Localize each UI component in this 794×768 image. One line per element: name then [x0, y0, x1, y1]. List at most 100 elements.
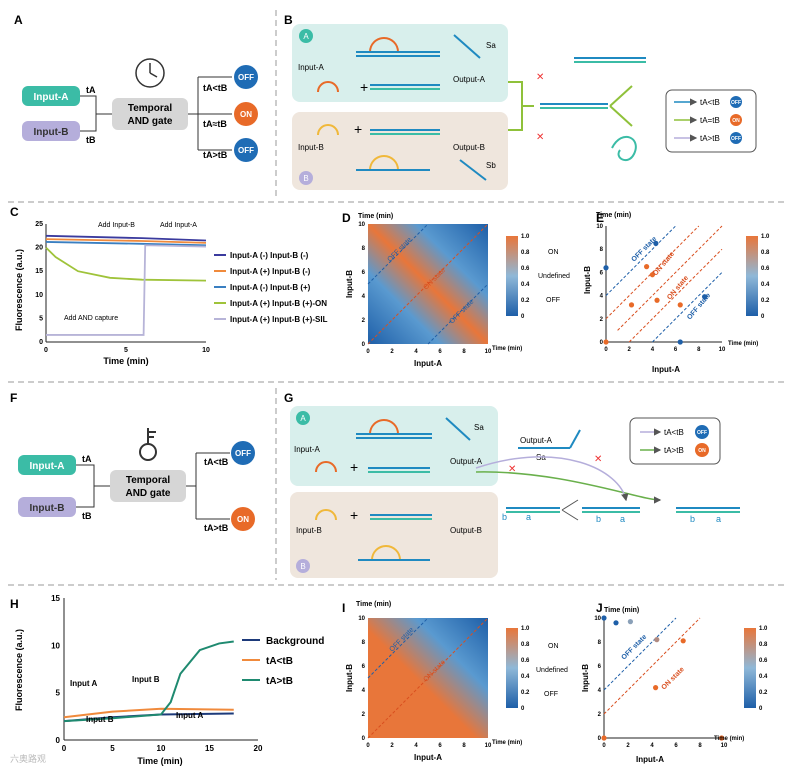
colorbar-label: OFF	[546, 297, 560, 304]
on-badge	[231, 507, 255, 531]
y-tick-label: 0	[600, 340, 604, 346]
colorbar-tick: 0.8	[761, 250, 770, 256]
y-tick-label: 4	[600, 294, 604, 300]
y-tick-label: 10	[358, 222, 365, 228]
colorbar-tick: 0.4	[521, 282, 530, 288]
data-point	[702, 294, 708, 300]
legend-item: Background	[266, 636, 324, 647]
output-b-label: Output-B	[450, 526, 482, 535]
state-3: OFF	[238, 146, 254, 155]
x-tick-label: 2	[626, 743, 630, 749]
data-point	[654, 637, 660, 643]
colorbar-label: ON	[548, 643, 559, 650]
colorbar-tick: 0.6	[521, 266, 530, 272]
module-b-badge: B	[303, 174, 308, 183]
legend-state: ON	[732, 118, 740, 124]
t-b-label: tB	[86, 135, 96, 145]
x-tick-label: 10	[721, 743, 728, 749]
sa-label: Sa	[536, 453, 546, 462]
output-a-label: Output-A	[450, 457, 483, 466]
x-tick-label: 10	[202, 347, 210, 354]
panel-label: A	[14, 13, 23, 27]
boundary-line	[603, 617, 701, 715]
x-tick-label: 15	[205, 744, 214, 753]
series-line	[45, 234, 207, 242]
data-point	[601, 735, 607, 741]
colorbar-tick: 1.0	[759, 626, 768, 632]
panel-label: I	[342, 601, 345, 615]
gate-label-2: AND gate	[127, 116, 172, 127]
temporal-gate-box	[110, 470, 186, 502]
domain-label: b	[502, 512, 507, 522]
y-tick-label: 8	[362, 640, 366, 646]
data-point	[653, 685, 659, 691]
region-label: ON state	[660, 666, 685, 691]
legend-item: Input-A (-) Input-B (-)	[230, 251, 309, 260]
module-a-box	[290, 406, 498, 486]
input-b-label: Input-B	[296, 526, 322, 535]
legend-state: OFF	[697, 430, 707, 436]
module-a-badge: A	[300, 414, 306, 423]
x-tick-label: 10	[485, 743, 492, 749]
colorbar-tick: 0.2	[761, 298, 770, 304]
data-point	[677, 302, 683, 308]
x-tick-label: 10	[719, 347, 726, 353]
y-axis-title: Fluorescence (a.u.)	[14, 629, 24, 711]
series-line	[45, 238, 207, 244]
x-tick-label: 8	[462, 743, 466, 749]
data-point	[680, 638, 686, 644]
legend-item: Input-A (-) Input-B (+)	[230, 283, 311, 292]
y-tick-label: 6	[362, 270, 366, 276]
sa-label: Sa	[486, 41, 496, 50]
y-axis-title: Input-B	[345, 664, 354, 692]
data-point	[677, 339, 683, 345]
axis-title: Time (min)	[356, 601, 391, 608]
x-tick-label: 0	[604, 347, 608, 353]
clock-icon	[135, 58, 165, 88]
x-tick-label: 4	[651, 347, 655, 353]
colorbar-label: Undefined	[536, 667, 568, 674]
y-tick-label: 5	[39, 315, 43, 322]
colorbar-tick: 0.4	[521, 674, 530, 680]
colorbar-label: ON	[548, 249, 559, 256]
annotation: Input B	[132, 675, 160, 684]
input-b-box	[18, 497, 76, 517]
region-label: ON state	[652, 251, 676, 278]
y-tick-label: 6	[362, 664, 366, 670]
input-b-label: Input-B	[34, 127, 69, 138]
x-tick-label: 4	[414, 743, 418, 749]
data-point	[644, 264, 650, 270]
x-axis-title: Input-A	[414, 359, 442, 368]
annotation: Add Input-A	[160, 222, 197, 229]
output-a-label: Output-A	[453, 75, 486, 84]
colorbar-tick: 0	[521, 706, 525, 712]
colorbar-tick: 1.0	[521, 234, 530, 240]
y-tick-label: 2	[600, 317, 604, 323]
state-1: OFF	[235, 449, 251, 458]
legend-item: tA<tB	[700, 98, 720, 107]
panel-label: E	[596, 211, 604, 225]
domain-label: a	[716, 514, 721, 524]
colorbar-tick: 0	[761, 314, 765, 320]
y-tick-label: 8	[598, 640, 602, 646]
legend-box	[629, 417, 721, 465]
region-label: OFF state	[620, 634, 648, 662]
legend-item: tA<tB	[664, 428, 684, 437]
boundary-line	[628, 248, 723, 343]
panel-label: H	[10, 597, 19, 611]
panel-label: D	[342, 211, 351, 225]
legend-item: Input-A (+) Input-B (+)-ON	[230, 299, 327, 308]
data-point	[601, 615, 607, 621]
panel-label: G	[284, 391, 293, 405]
legend-state: ON	[698, 448, 706, 454]
x-tick-label: 8	[698, 743, 702, 749]
series-line	[45, 246, 207, 282]
output-a-label: Output-A	[520, 436, 553, 445]
y-tick-label: 6	[598, 664, 602, 670]
cond-1: tA<tB	[204, 457, 229, 467]
axis-title: Time (min)	[492, 740, 522, 746]
annotation: Add AND capture	[64, 315, 118, 322]
